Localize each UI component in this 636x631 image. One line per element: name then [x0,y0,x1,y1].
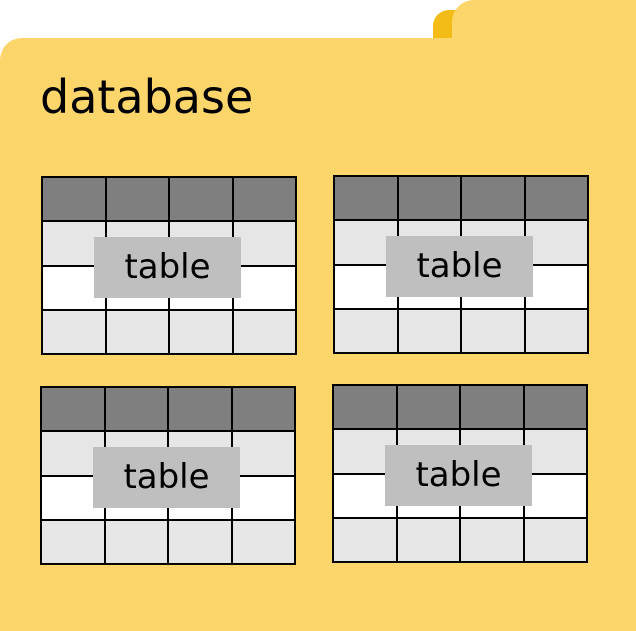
row-cell [106,310,168,353]
header-cell [105,388,167,431]
header-cell [525,177,587,220]
row-cell [232,432,294,475]
row-cell [462,309,524,352]
row-cell [233,266,295,309]
row-cell [525,309,587,352]
header-cell [524,386,586,429]
row-cell [43,310,105,353]
table-label: table [93,447,240,508]
row-cell [334,518,396,561]
row-cell [398,309,460,352]
row-cell [397,518,459,561]
header-cell [335,177,397,220]
table-label: table [94,237,241,298]
table-icon: table [41,176,297,355]
row-cell [525,265,587,308]
header-cell [169,388,231,431]
header-cell [398,177,460,220]
row-cell [170,310,232,353]
header-cell [233,178,295,221]
table-label: table [386,236,533,297]
row-cell [232,520,294,563]
table-label: table [385,445,532,506]
header-cell [397,386,459,429]
row-cell [461,518,523,561]
header-cell [42,388,104,431]
row-cell [42,520,104,563]
database-label: database [40,70,254,124]
table-icon: table [332,384,588,563]
row-cell [232,476,294,519]
row-cell [169,520,231,563]
row-cell [524,430,586,473]
header-cell [232,388,294,431]
row-cell [524,474,586,517]
row-cell [233,310,295,353]
row-cell [524,518,586,561]
row-cell [105,520,167,563]
table-icon: table [333,175,589,354]
row-cell [335,309,397,352]
table-icon: table [40,386,296,565]
row-cell [525,221,587,264]
header-cell [334,386,396,429]
row-cell [233,222,295,265]
header-cell [462,177,524,220]
header-cell [170,178,232,221]
header-cell [106,178,168,221]
header-cell [461,386,523,429]
header-cell [43,178,105,221]
